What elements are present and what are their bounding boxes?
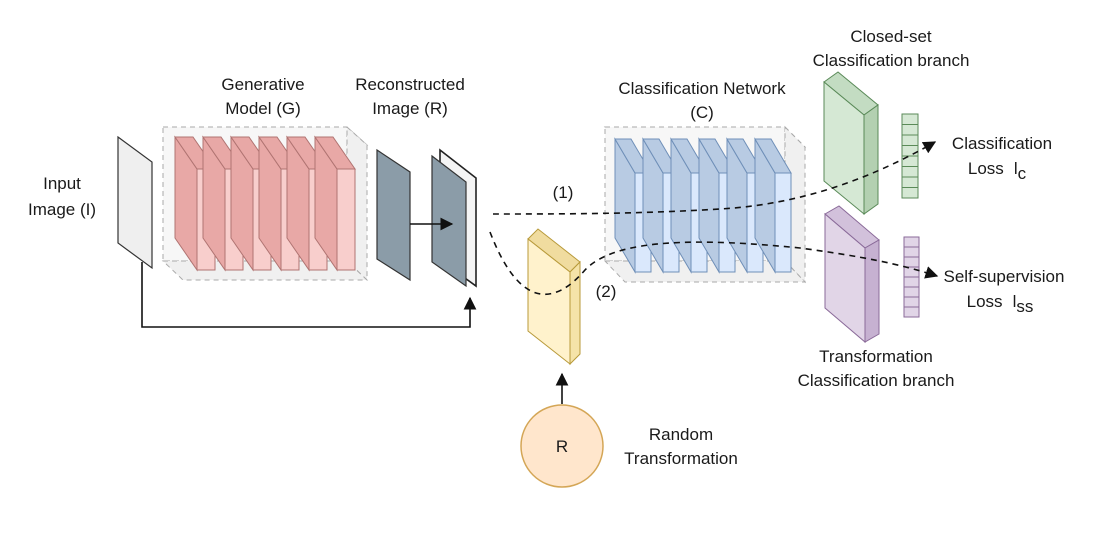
closed-set-label-line1: Closed-set: [850, 27, 932, 46]
closed-set-vector-cell: [901, 166, 919, 178]
input-image: [117, 135, 153, 270]
closed-set-label-line2: Classification branch: [813, 51, 970, 70]
generative-layer-front: [336, 168, 356, 271]
transformation-branch-label-line2: Classification branch: [798, 371, 955, 390]
reconstructed-image-left: [376, 148, 411, 282]
generative-model-label-line2: Model (G): [225, 99, 301, 118]
classification-loss-word: Loss: [968, 159, 1004, 178]
closed-set-vector-cell: [901, 113, 919, 125]
reconstructed-image-label-line1: Reconstructed: [355, 75, 465, 94]
input-image-label-line1: Input: [43, 174, 81, 193]
transformation-vector-cell: [903, 256, 920, 268]
closed-set-vector-cell: [901, 145, 919, 157]
closed-set-vector-cell: [901, 176, 919, 188]
transformation-vector-cell: [903, 266, 920, 278]
classification-network-layers: [614, 137, 792, 274]
input-skip-connection: [141, 262, 477, 328]
transformation-branch-block: [824, 205, 880, 344]
path-2-label: (2): [596, 282, 617, 301]
self-supervision-loss-word: Loss: [967, 292, 1003, 311]
transformation-vector-cell: [903, 276, 920, 288]
random-node: [520, 404, 604, 488]
classification-network-label-line1: Classification Network: [618, 79, 786, 98]
random-node-label: R: [556, 437, 568, 456]
classification-loss-symbol: l: [1014, 159, 1018, 178]
transformation-vector-cell: [903, 246, 920, 258]
path-1-label: (1): [553, 183, 574, 202]
self-supervision-loss-symbol: l: [1013, 292, 1017, 311]
generative-model-label-line1: Generative: [221, 75, 304, 94]
random-transformation-block: [527, 228, 581, 366]
input-image-label-line2: Image (I): [28, 200, 96, 219]
random-transformation-label-line1: Random: [649, 425, 713, 444]
classification-layer-front: [774, 172, 792, 273]
reconstructed-image-stack: [431, 148, 477, 288]
classification-network-label-line2: (C): [690, 103, 714, 122]
transformation-output-vector: [903, 236, 920, 318]
closed-set-vector-cell: [901, 187, 919, 199]
classification-loss-subscript: c: [1018, 164, 1027, 183]
classification-loss-label-line1: Classification: [952, 134, 1052, 153]
self-supervision-loss-label-line1: Self-supervision: [944, 267, 1065, 286]
reconstructed-image-label-line2: Image (R): [372, 99, 448, 118]
path-2-flow: [489, 231, 939, 295]
closed-set-output-vector: [901, 113, 919, 199]
closed-set-branch-block: [823, 71, 879, 216]
random-transformation-label-line2: Transformation: [624, 449, 738, 468]
transformation-branch-label-line1: Transformation: [819, 347, 933, 366]
closed-set-vector-cell: [901, 134, 919, 146]
generative-model-layers: [174, 135, 356, 272]
closed-set-vector-cell: [901, 124, 919, 136]
transformation-vector-cell: [903, 236, 920, 248]
transformation-vector-cell: [903, 296, 920, 308]
self-supervision-loss-subscript: ss: [1016, 297, 1033, 316]
transformation-vector-cell: [903, 306, 920, 318]
path-1-flow: [492, 141, 937, 215]
transformation-vector-cell: [903, 286, 920, 298]
